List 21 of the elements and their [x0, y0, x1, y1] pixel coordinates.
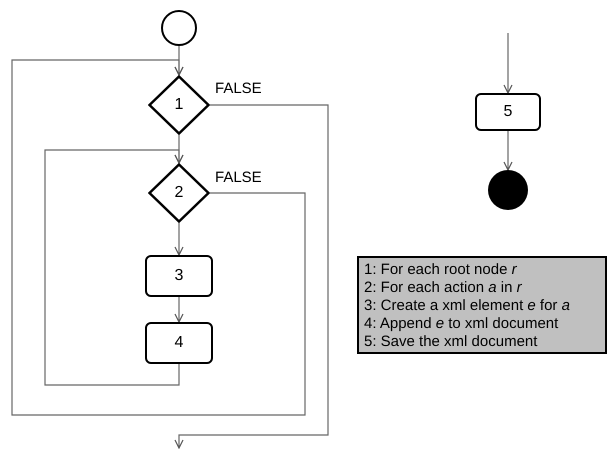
arrow [11, 59, 306, 416]
process-box [145, 322, 213, 364]
note-box [357, 256, 607, 354]
step-number: 2 [174, 183, 184, 203]
note-line: 3: Create a xml element e for a [364, 297, 571, 315]
arrow [503, 33, 513, 94]
note-line: 5: Save the xml document [364, 333, 538, 351]
note-line: 4: Append e to xml document [364, 315, 560, 333]
note-line: 2: For each action a in r [364, 279, 523, 297]
arrow [174, 223, 184, 256]
step-number: 1 [174, 95, 184, 115]
process-box [475, 93, 541, 131]
arrow [44, 149, 184, 386]
arrow [174, 297, 184, 323]
arrow [503, 131, 513, 171]
step-number: 4 [174, 333, 184, 353]
step-number: 5 [504, 102, 512, 122]
note-line: 1: For each root node r [364, 261, 518, 279]
step-number: 3 [174, 266, 184, 286]
arrow [174, 104, 329, 449]
process-box [145, 255, 213, 297]
